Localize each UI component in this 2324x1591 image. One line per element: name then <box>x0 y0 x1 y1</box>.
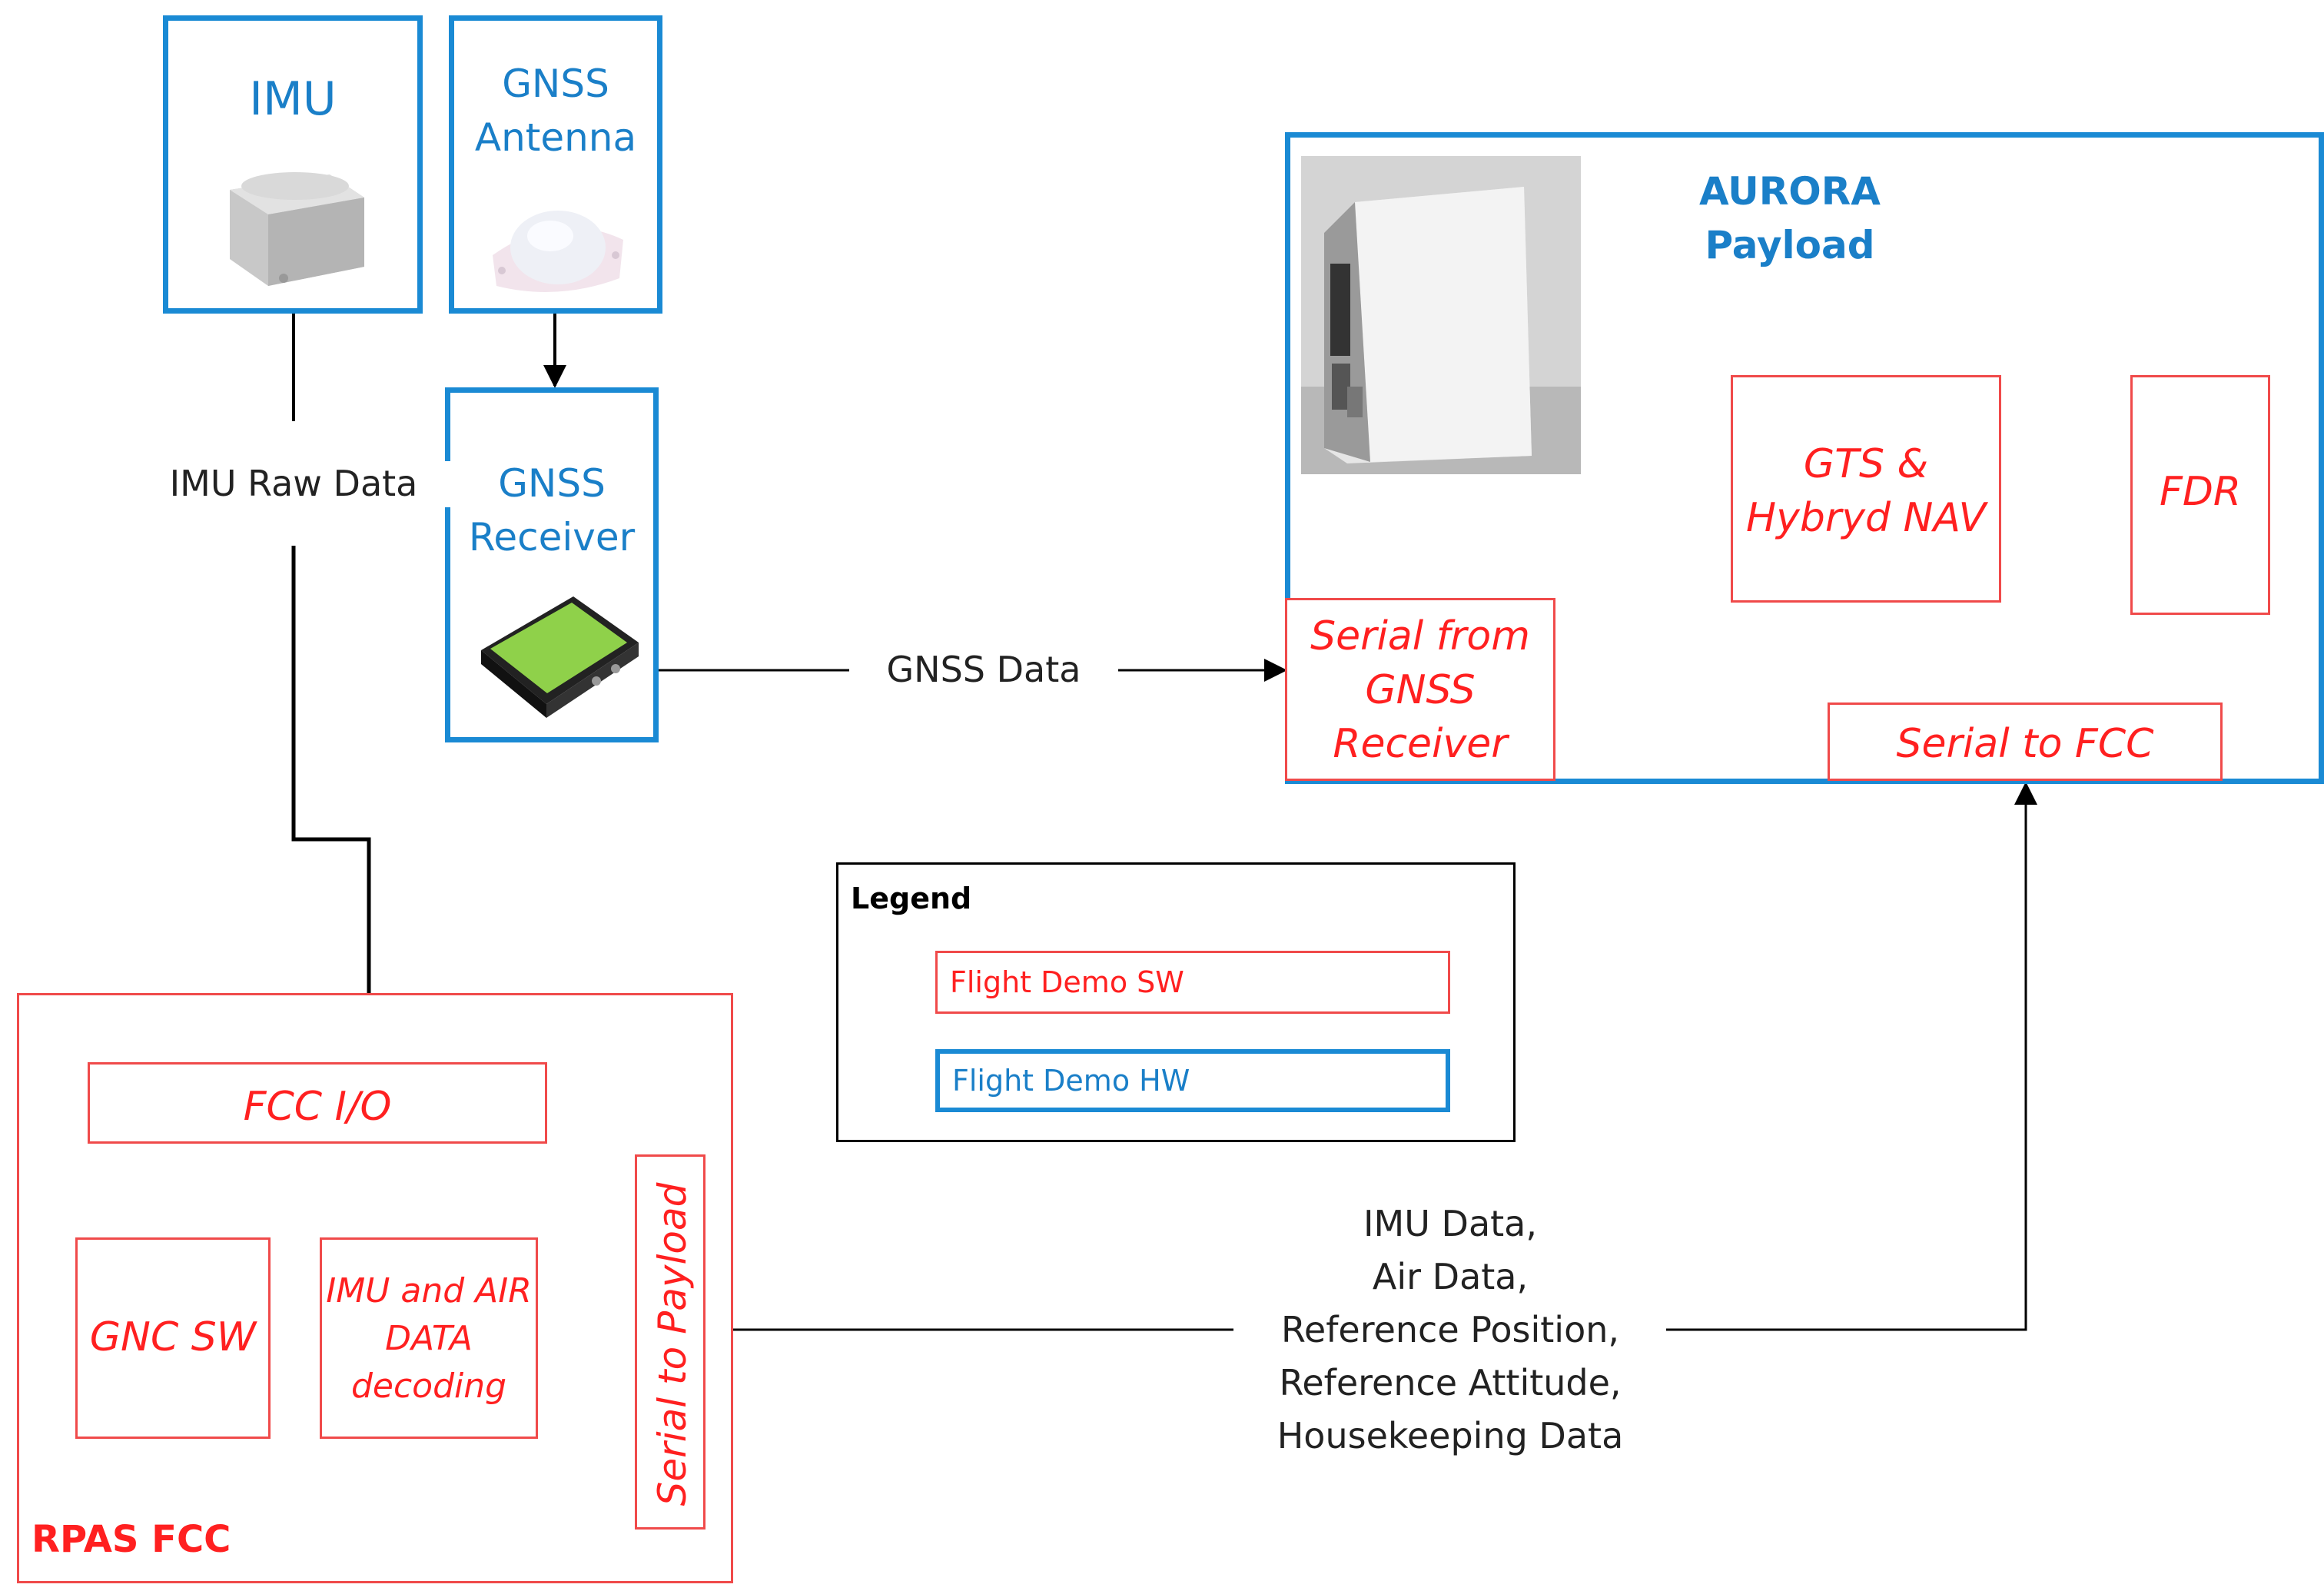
gnss-receiver-image <box>481 596 639 718</box>
imu-raw-line-lower <box>291 546 380 1052</box>
serial-from-gnss-line3: Receiver <box>1333 721 1508 767</box>
imu-air-line2: DATA <box>385 1319 473 1358</box>
fcc-io-block: FCC I/O <box>88 1062 547 1144</box>
gts-nav-line1: GTS & <box>1803 441 1929 487</box>
legend-item-hw: Flight Demo HW <box>935 1049 1450 1112</box>
serial-to-fcc-block: Serial to FCC <box>1828 702 2223 781</box>
imu-air-decoding-block: IMU and AIR DATA decoding <box>320 1237 538 1439</box>
aurora-title-line2: Payload <box>1705 223 1875 267</box>
fcc-payload-data-line: IMU Data, <box>1363 1203 1537 1244</box>
fcc-payload-data-label: IMU Data, Air Data, Reference Position, … <box>1237 1197 1663 1463</box>
gnss-antenna-title-line2: Antenna <box>474 115 637 160</box>
fcc-payload-line-right <box>1666 782 2037 1331</box>
legend-item-sw: Flight Demo SW <box>935 951 1450 1014</box>
gnss-antenna-box: GNSS Antenna <box>449 15 662 314</box>
imu-air-line1: IMU and AIR <box>326 1271 532 1310</box>
fcc-payload-data-line: Housekeeping Data <box>1277 1415 1624 1456</box>
imu-box: IMU <box>163 15 423 314</box>
fcc-io-label: FCC I/O <box>243 1084 392 1130</box>
serial-from-gnss-line2: GNSS <box>1365 667 1476 713</box>
fdr-label: FDR <box>2159 469 2242 515</box>
fcc-payload-data-line: Reference Position, <box>1281 1309 1619 1350</box>
legend-title: Legend <box>851 882 972 915</box>
fcc-payload-data-line: Air Data, <box>1372 1256 1529 1297</box>
gnss-antenna-image <box>493 211 623 292</box>
gts-hybryd-nav-block: GTS & Hybryd NAV <box>1731 375 2001 603</box>
aurora-title-line1: AURORA <box>1699 169 1881 214</box>
gnss-antenna-title-line1: GNSS <box>502 61 609 106</box>
gnss-receiver-title-line1: GNSS <box>498 461 606 506</box>
serial-to-fcc-label: Serial to FCC <box>1896 721 2154 767</box>
aurora-payload-image <box>1301 156 1581 474</box>
gnc-sw-block: GNC SW <box>75 1237 271 1439</box>
imu-air-line3: decoding <box>350 1367 507 1406</box>
gnc-sw-label: GNC SW <box>89 1314 257 1360</box>
gts-nav-line2: Hybryd NAV <box>1745 495 1987 541</box>
imu-device-image <box>230 172 364 286</box>
fcc-payload-data-line: Reference Attitude, <box>1279 1362 1622 1403</box>
gnss-receiver-title-line2: Receiver <box>468 515 636 560</box>
legend-box: Legend Flight Demo SW Flight Demo HW <box>836 862 1516 1142</box>
rpas-fcc-title: RPAS FCC <box>32 1518 231 1561</box>
serial-to-payload-block: Serial to Payload <box>635 1154 706 1530</box>
serial-from-gnss-line1: Serial from <box>1310 613 1530 659</box>
fdr-block: FDR <box>2130 375 2270 615</box>
serial-to-payload-label: Serial to Payload <box>650 1182 695 1506</box>
imu-raw-data-label: IMU Raw Data <box>123 461 464 507</box>
imu-title: IMU <box>249 72 337 126</box>
serial-from-gnss-block: Serial from GNSS Receiver <box>1285 598 1555 781</box>
gnss-data-label: GNSS Data <box>852 647 1116 693</box>
gnss-receiver-box: GNSS Receiver <box>445 387 659 742</box>
